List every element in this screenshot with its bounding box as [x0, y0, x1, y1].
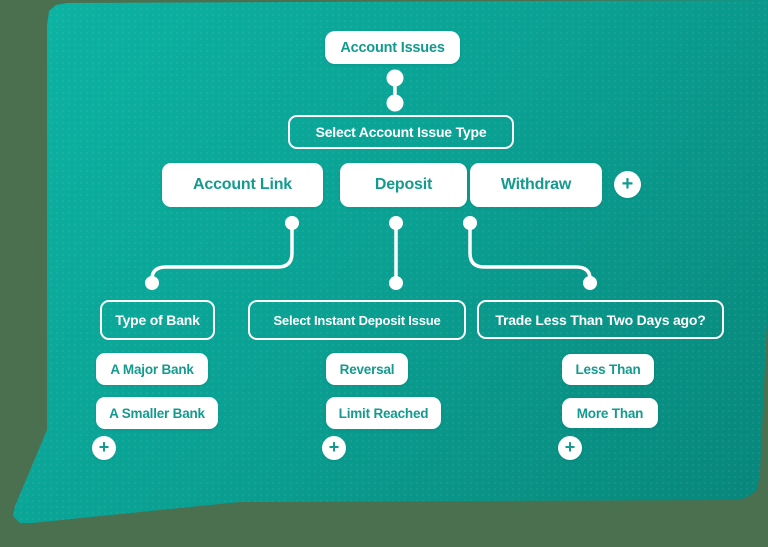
node-select-account-issue-type[interactable]: Select Account Issue Type: [288, 115, 514, 149]
node-deposit[interactable]: Deposit: [340, 163, 467, 207]
node-account-issues[interactable]: Account Issues: [325, 31, 460, 64]
node-type-of-bank[interactable]: Type of Bank: [100, 300, 215, 340]
node-reversal[interactable]: Reversal: [326, 353, 408, 385]
add-branch-button[interactable]: +: [614, 171, 641, 198]
add-option-button-deposit[interactable]: +: [322, 436, 346, 460]
add-option-button-account-link[interactable]: +: [92, 436, 116, 460]
node-a-smaller-bank[interactable]: A Smaller Bank: [96, 397, 218, 429]
node-trade-less-than-two-days[interactable]: Trade Less Than Two Days ago?: [477, 300, 724, 339]
node-select-instant-deposit-issue[interactable]: Select Instant Deposit Issue: [248, 300, 466, 340]
node-limit-reached[interactable]: Limit Reached: [326, 397, 441, 429]
node-a-major-bank[interactable]: A Major Bank: [96, 353, 208, 385]
node-less-than[interactable]: Less Than: [562, 354, 654, 385]
add-option-button-withdraw[interactable]: +: [558, 436, 582, 460]
node-withdraw[interactable]: Withdraw: [470, 163, 602, 207]
node-account-link[interactable]: Account Link: [162, 163, 323, 207]
node-more-than[interactable]: More Than: [562, 398, 658, 428]
